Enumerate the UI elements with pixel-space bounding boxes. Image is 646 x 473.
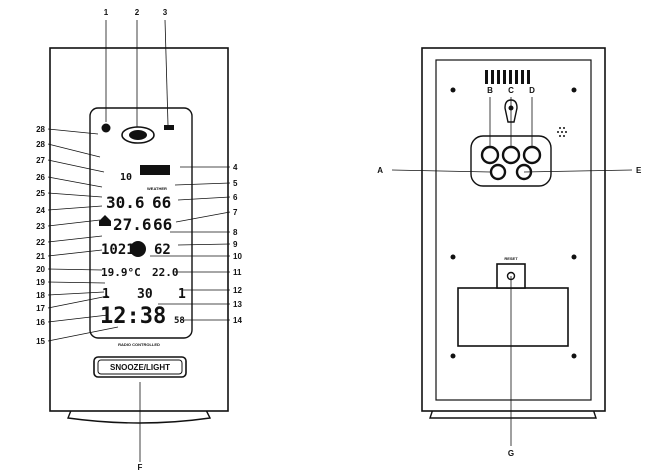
front-view: 10 WEATHER 30.6 66 27.6 66 1021 62 19.9°… xyxy=(36,8,242,472)
callout-2: 2 xyxy=(135,8,140,17)
small-top-readout: 10 xyxy=(120,172,132,183)
moon-phase-icon xyxy=(130,241,146,257)
reset-label: RESET xyxy=(504,256,518,261)
callout-16: 16 xyxy=(36,318,45,327)
battery-compartment xyxy=(458,288,568,346)
back-view: RESET A B C D E G xyxy=(377,48,642,458)
callout-13: 13 xyxy=(233,300,242,309)
antenna-icon xyxy=(164,125,174,130)
callout-24: 24 xyxy=(36,206,45,215)
callout-A: A xyxy=(377,166,383,175)
clock-readout: 12:38 xyxy=(100,304,166,329)
callout-9: 9 xyxy=(233,240,238,249)
callout-8: 8 xyxy=(233,228,238,237)
callout-E: E xyxy=(636,166,642,175)
callout-28-upper: 28 xyxy=(36,125,45,134)
callout-20: 20 xyxy=(36,265,45,274)
day-mid: 30 xyxy=(137,287,153,302)
callout-23: 23 xyxy=(36,222,45,231)
callout-15: 15 xyxy=(36,337,45,346)
callout-14: 14 xyxy=(233,316,242,325)
seconds-readout: 58 xyxy=(174,316,185,326)
callout-4: 4 xyxy=(233,163,238,172)
forecast-bar xyxy=(140,165,170,175)
dew-left: 19.9°C xyxy=(101,266,141,279)
callout-27: 27 xyxy=(36,156,45,165)
day-right: 1 xyxy=(178,287,186,302)
callout-7: 7 xyxy=(233,208,238,217)
snooze-light-label: SNOOZE/LIGHT xyxy=(110,363,170,372)
button-A[interactable] xyxy=(491,165,505,179)
callout-26: 26 xyxy=(36,173,45,182)
callout-5: 5 xyxy=(233,179,238,188)
callout-11: 11 xyxy=(233,268,242,277)
callout-18: 18 xyxy=(36,291,45,300)
outdoor-temp: 30.6 xyxy=(106,193,145,212)
callout-C: C xyxy=(508,86,514,95)
callout-B: B xyxy=(487,86,493,95)
callout-12: 12 xyxy=(233,286,242,295)
callout-F: F xyxy=(138,463,143,472)
callout-28-lower: 28 xyxy=(36,140,45,149)
moon-icon-inner xyxy=(129,130,147,140)
button-C[interactable] xyxy=(503,147,519,163)
button-D[interactable] xyxy=(524,147,540,163)
day-left: 1 xyxy=(102,287,110,302)
indoor-temp: 27.6 xyxy=(113,215,152,234)
outdoor-humidity: 66 xyxy=(152,193,171,212)
sensor-icon xyxy=(102,124,111,133)
callout-21: 21 xyxy=(36,252,45,261)
callout-10: 10 xyxy=(233,252,242,261)
callout-6: 6 xyxy=(233,193,238,202)
callout-25: 25 xyxy=(36,189,45,198)
callout-19: 19 xyxy=(36,278,45,287)
callout-17: 17 xyxy=(36,304,45,313)
dew-right: 22.0 xyxy=(152,266,179,279)
callout-D: D xyxy=(529,86,535,95)
button-B[interactable] xyxy=(482,147,498,163)
callout-22: 22 xyxy=(36,238,45,247)
callout-1: 1 xyxy=(104,8,109,17)
indoor-humidity: 66 xyxy=(153,215,172,234)
callout-G: G xyxy=(508,449,514,458)
callout-3: 3 xyxy=(163,8,168,17)
pressure-left: 1021 xyxy=(101,242,135,258)
radio-controlled-label: RADIO CONTROLLED xyxy=(118,342,160,347)
forecast-mini-text: WEATHER xyxy=(147,186,167,191)
